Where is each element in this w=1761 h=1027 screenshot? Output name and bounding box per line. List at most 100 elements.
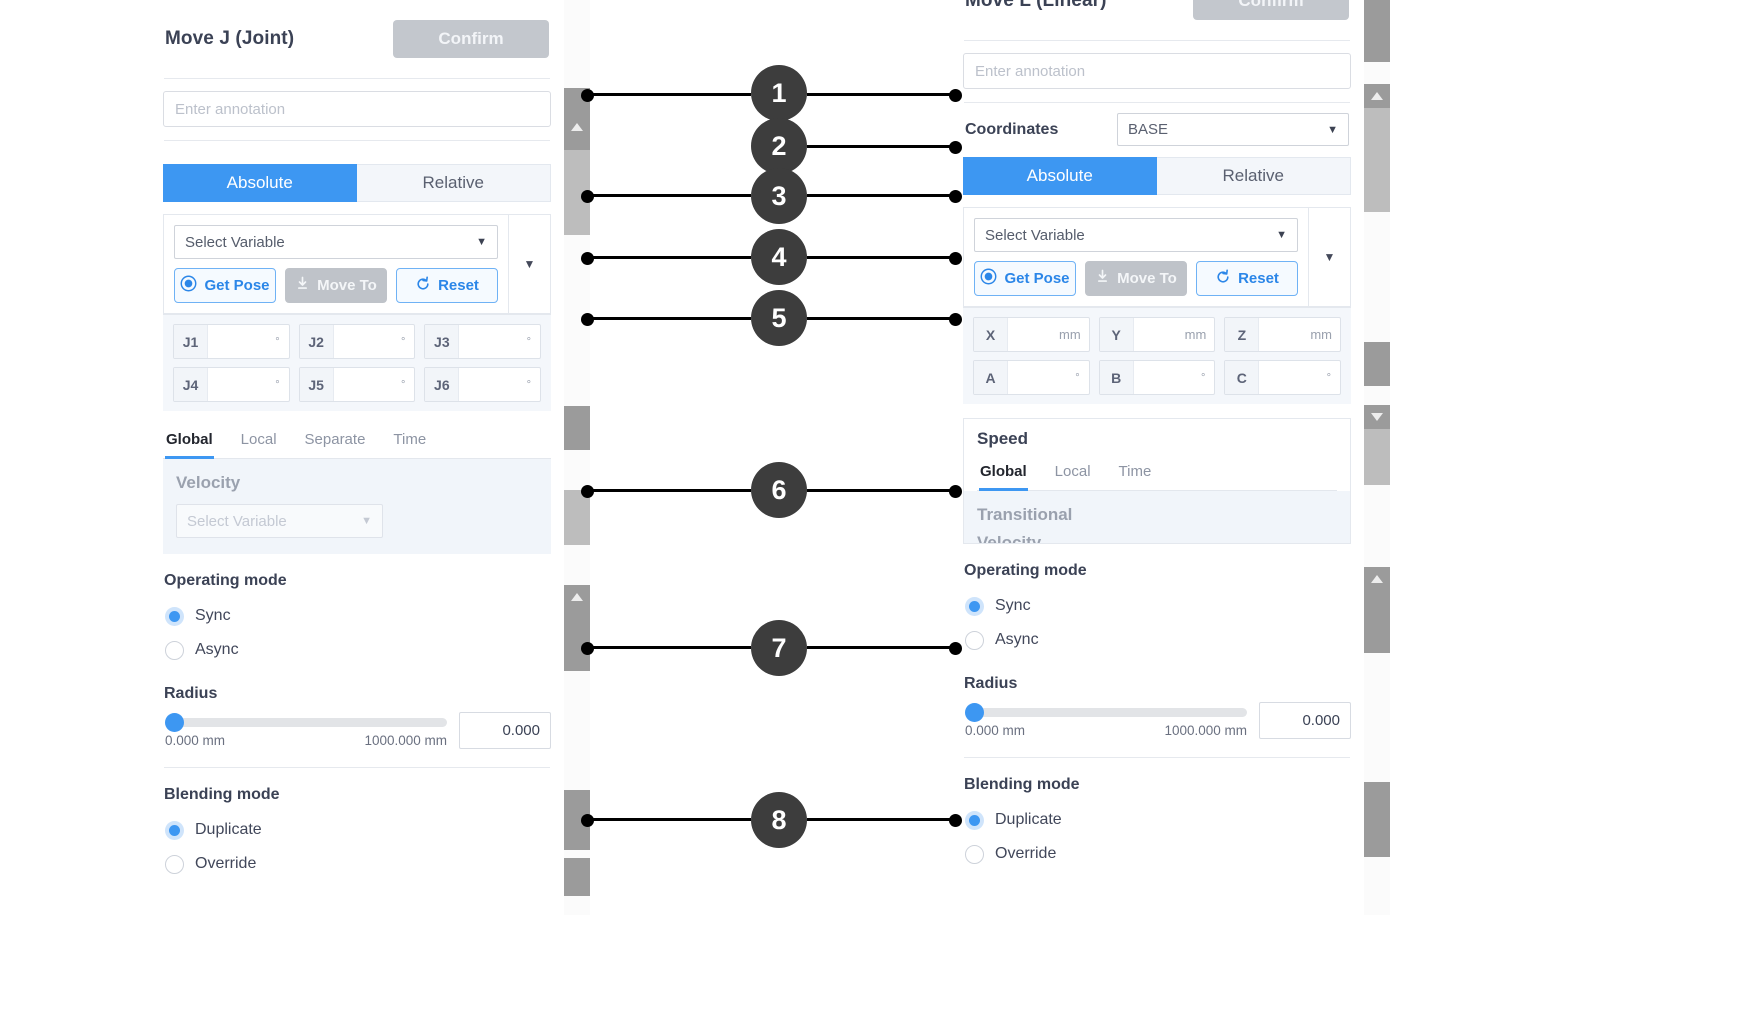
- radius-slider-track[interactable]: [165, 713, 447, 732]
- radius-slider-knob[interactable]: [965, 703, 984, 722]
- radius-slider[interactable]: 0.000 mm 1000.000 mm: [165, 712, 447, 748]
- tab-time[interactable]: Time: [1118, 463, 1152, 480]
- joint-field-j5[interactable]: J5 °: [298, 367, 416, 402]
- joint-field-j1[interactable]: J1 °: [173, 324, 290, 359]
- radius-value-input[interactable]: 0.000: [1259, 702, 1351, 739]
- scroll-up-button-2[interactable]: [1364, 567, 1390, 591]
- variable-select[interactable]: Select Variable ▼: [174, 225, 498, 259]
- blending-mode-override-label: Override: [995, 845, 1057, 862]
- operating-mode-async[interactable]: Async: [963, 623, 1351, 657]
- page-title: Move J (Joint): [165, 28, 295, 49]
- operating-mode-sync[interactable]: Sync: [963, 589, 1351, 623]
- reset-button[interactable]: Reset: [1196, 261, 1298, 296]
- scrollbar-segment[interactable]: [1364, 782, 1390, 857]
- radius-slider-knob[interactable]: [165, 713, 184, 732]
- move-to-button[interactable]: Move To: [1085, 261, 1187, 296]
- scrollbar-thumb[interactable]: [1364, 342, 1390, 386]
- pose-field-b[interactable]: B °: [1098, 360, 1216, 395]
- move-to-button[interactable]: Move To: [285, 268, 387, 303]
- tab-relative[interactable]: Relative: [356, 164, 551, 202]
- joint-value[interactable]: [208, 368, 275, 401]
- scrollbar-segment[interactable]: [564, 609, 590, 671]
- radio-icon[interactable]: [965, 630, 984, 650]
- blending-mode-duplicate[interactable]: Duplicate: [163, 813, 551, 847]
- joint-value[interactable]: [459, 368, 526, 401]
- radio-icon[interactable]: [165, 854, 184, 874]
- operating-mode-async-label: Async: [195, 641, 239, 658]
- pose-expand-toggle[interactable]: ▼: [1308, 208, 1350, 306]
- annotation-input[interactable]: [963, 53, 1351, 89]
- tab-absolute[interactable]: Absolute: [163, 164, 357, 202]
- joint-field-j4[interactable]: J4 °: [173, 367, 290, 402]
- pose-value[interactable]: [1008, 361, 1075, 394]
- scrollbar-track-upper[interactable]: [1364, 108, 1390, 212]
- scrollbar-segment[interactable]: [564, 858, 590, 896]
- blending-mode-override[interactable]: Override: [963, 837, 1351, 871]
- annotation-input[interactable]: [163, 91, 551, 127]
- tab-separate[interactable]: Separate: [304, 431, 366, 448]
- joint-field-j6[interactable]: J6 °: [424, 367, 542, 402]
- tab-relative[interactable]: Relative: [1156, 157, 1351, 195]
- get-pose-button[interactable]: Get Pose: [174, 268, 276, 303]
- pose-value[interactable]: [1259, 318, 1310, 351]
- coordinates-select[interactable]: BASE ▼: [1117, 113, 1349, 146]
- radio-icon[interactable]: [965, 810, 984, 830]
- pose-value[interactable]: [1259, 361, 1326, 394]
- tab-global[interactable]: Global: [165, 425, 214, 459]
- tab-local[interactable]: Local: [1054, 463, 1091, 480]
- pose-unit: mm: [1059, 327, 1081, 342]
- operating-mode-async[interactable]: Async: [163, 633, 551, 667]
- joint-value[interactable]: [334, 368, 401, 401]
- radio-icon[interactable]: [965, 844, 984, 864]
- radio-icon[interactable]: [165, 606, 184, 626]
- scrollbar-segment[interactable]: [1364, 429, 1390, 485]
- scroll-up-button[interactable]: [1364, 84, 1390, 108]
- confirm-button[interactable]: Confirm: [1193, 0, 1349, 20]
- tab-absolute[interactable]: Absolute: [963, 157, 1157, 195]
- left-panel-scrollbar[interactable]: [564, 0, 590, 915]
- tab-time[interactable]: Time: [393, 431, 427, 448]
- radius-slider-track[interactable]: [965, 703, 1247, 722]
- reset-button[interactable]: Reset: [396, 268, 498, 303]
- get-pose-button[interactable]: Get Pose: [974, 261, 1076, 296]
- pose-field-c[interactable]: C °: [1224, 360, 1342, 395]
- radio-icon[interactable]: [965, 596, 984, 616]
- radio-icon[interactable]: [165, 820, 184, 840]
- joint-value[interactable]: [459, 325, 526, 358]
- page-title: Move L (Linear): [965, 0, 1107, 11]
- callout-dot-left: [581, 190, 594, 203]
- pose-field-z[interactable]: Z mm: [1224, 317, 1342, 352]
- joint-field-j3[interactable]: J3 °: [424, 324, 542, 359]
- joint-field-j2[interactable]: J2 °: [298, 324, 416, 359]
- scrollbar-segment[interactable]: [1364, 591, 1390, 653]
- pose-value[interactable]: [1134, 361, 1201, 394]
- scroll-up-button[interactable]: [564, 115, 590, 139]
- blending-mode-duplicate[interactable]: Duplicate: [963, 803, 1351, 837]
- right-panel-scrollbar[interactable]: [1364, 0, 1390, 915]
- tab-local[interactable]: Local: [240, 431, 277, 448]
- radio-icon[interactable]: [165, 640, 184, 660]
- callout-badge: 4: [751, 229, 807, 285]
- radius-slider[interactable]: 0.000 mm 1000.000 mm: [965, 702, 1247, 738]
- blending-mode-override[interactable]: Override: [163, 847, 551, 881]
- tab-global[interactable]: Global: [979, 457, 1028, 491]
- joint-value[interactable]: [208, 325, 275, 358]
- variable-select[interactable]: Select Variable ▼: [974, 218, 1298, 252]
- scrollbar-segment[interactable]: [564, 490, 590, 545]
- scroll-down-button[interactable]: [1364, 405, 1390, 429]
- radius-value-input[interactable]: 0.000: [459, 712, 551, 749]
- pose-value[interactable]: [1134, 318, 1185, 351]
- scrollbar-segment[interactable]: [1364, 0, 1390, 62]
- scrollbar-thumb[interactable]: [564, 406, 590, 450]
- joint-value[interactable]: [334, 325, 401, 358]
- velocity-variable-select[interactable]: Select Variable ▼: [176, 504, 383, 538]
- pose-expand-toggle[interactable]: ▼: [508, 215, 550, 313]
- operating-mode-sync[interactable]: Sync: [163, 599, 551, 633]
- scroll-up-button-2[interactable]: [564, 585, 590, 609]
- confirm-button[interactable]: Confirm: [393, 20, 549, 58]
- divider: [164, 767, 550, 768]
- pose-value[interactable]: [1008, 318, 1059, 351]
- pose-field-y[interactable]: Y mm: [1098, 317, 1216, 352]
- pose-field-x[interactable]: X mm: [973, 317, 1090, 352]
- pose-field-a[interactable]: A °: [973, 360, 1090, 395]
